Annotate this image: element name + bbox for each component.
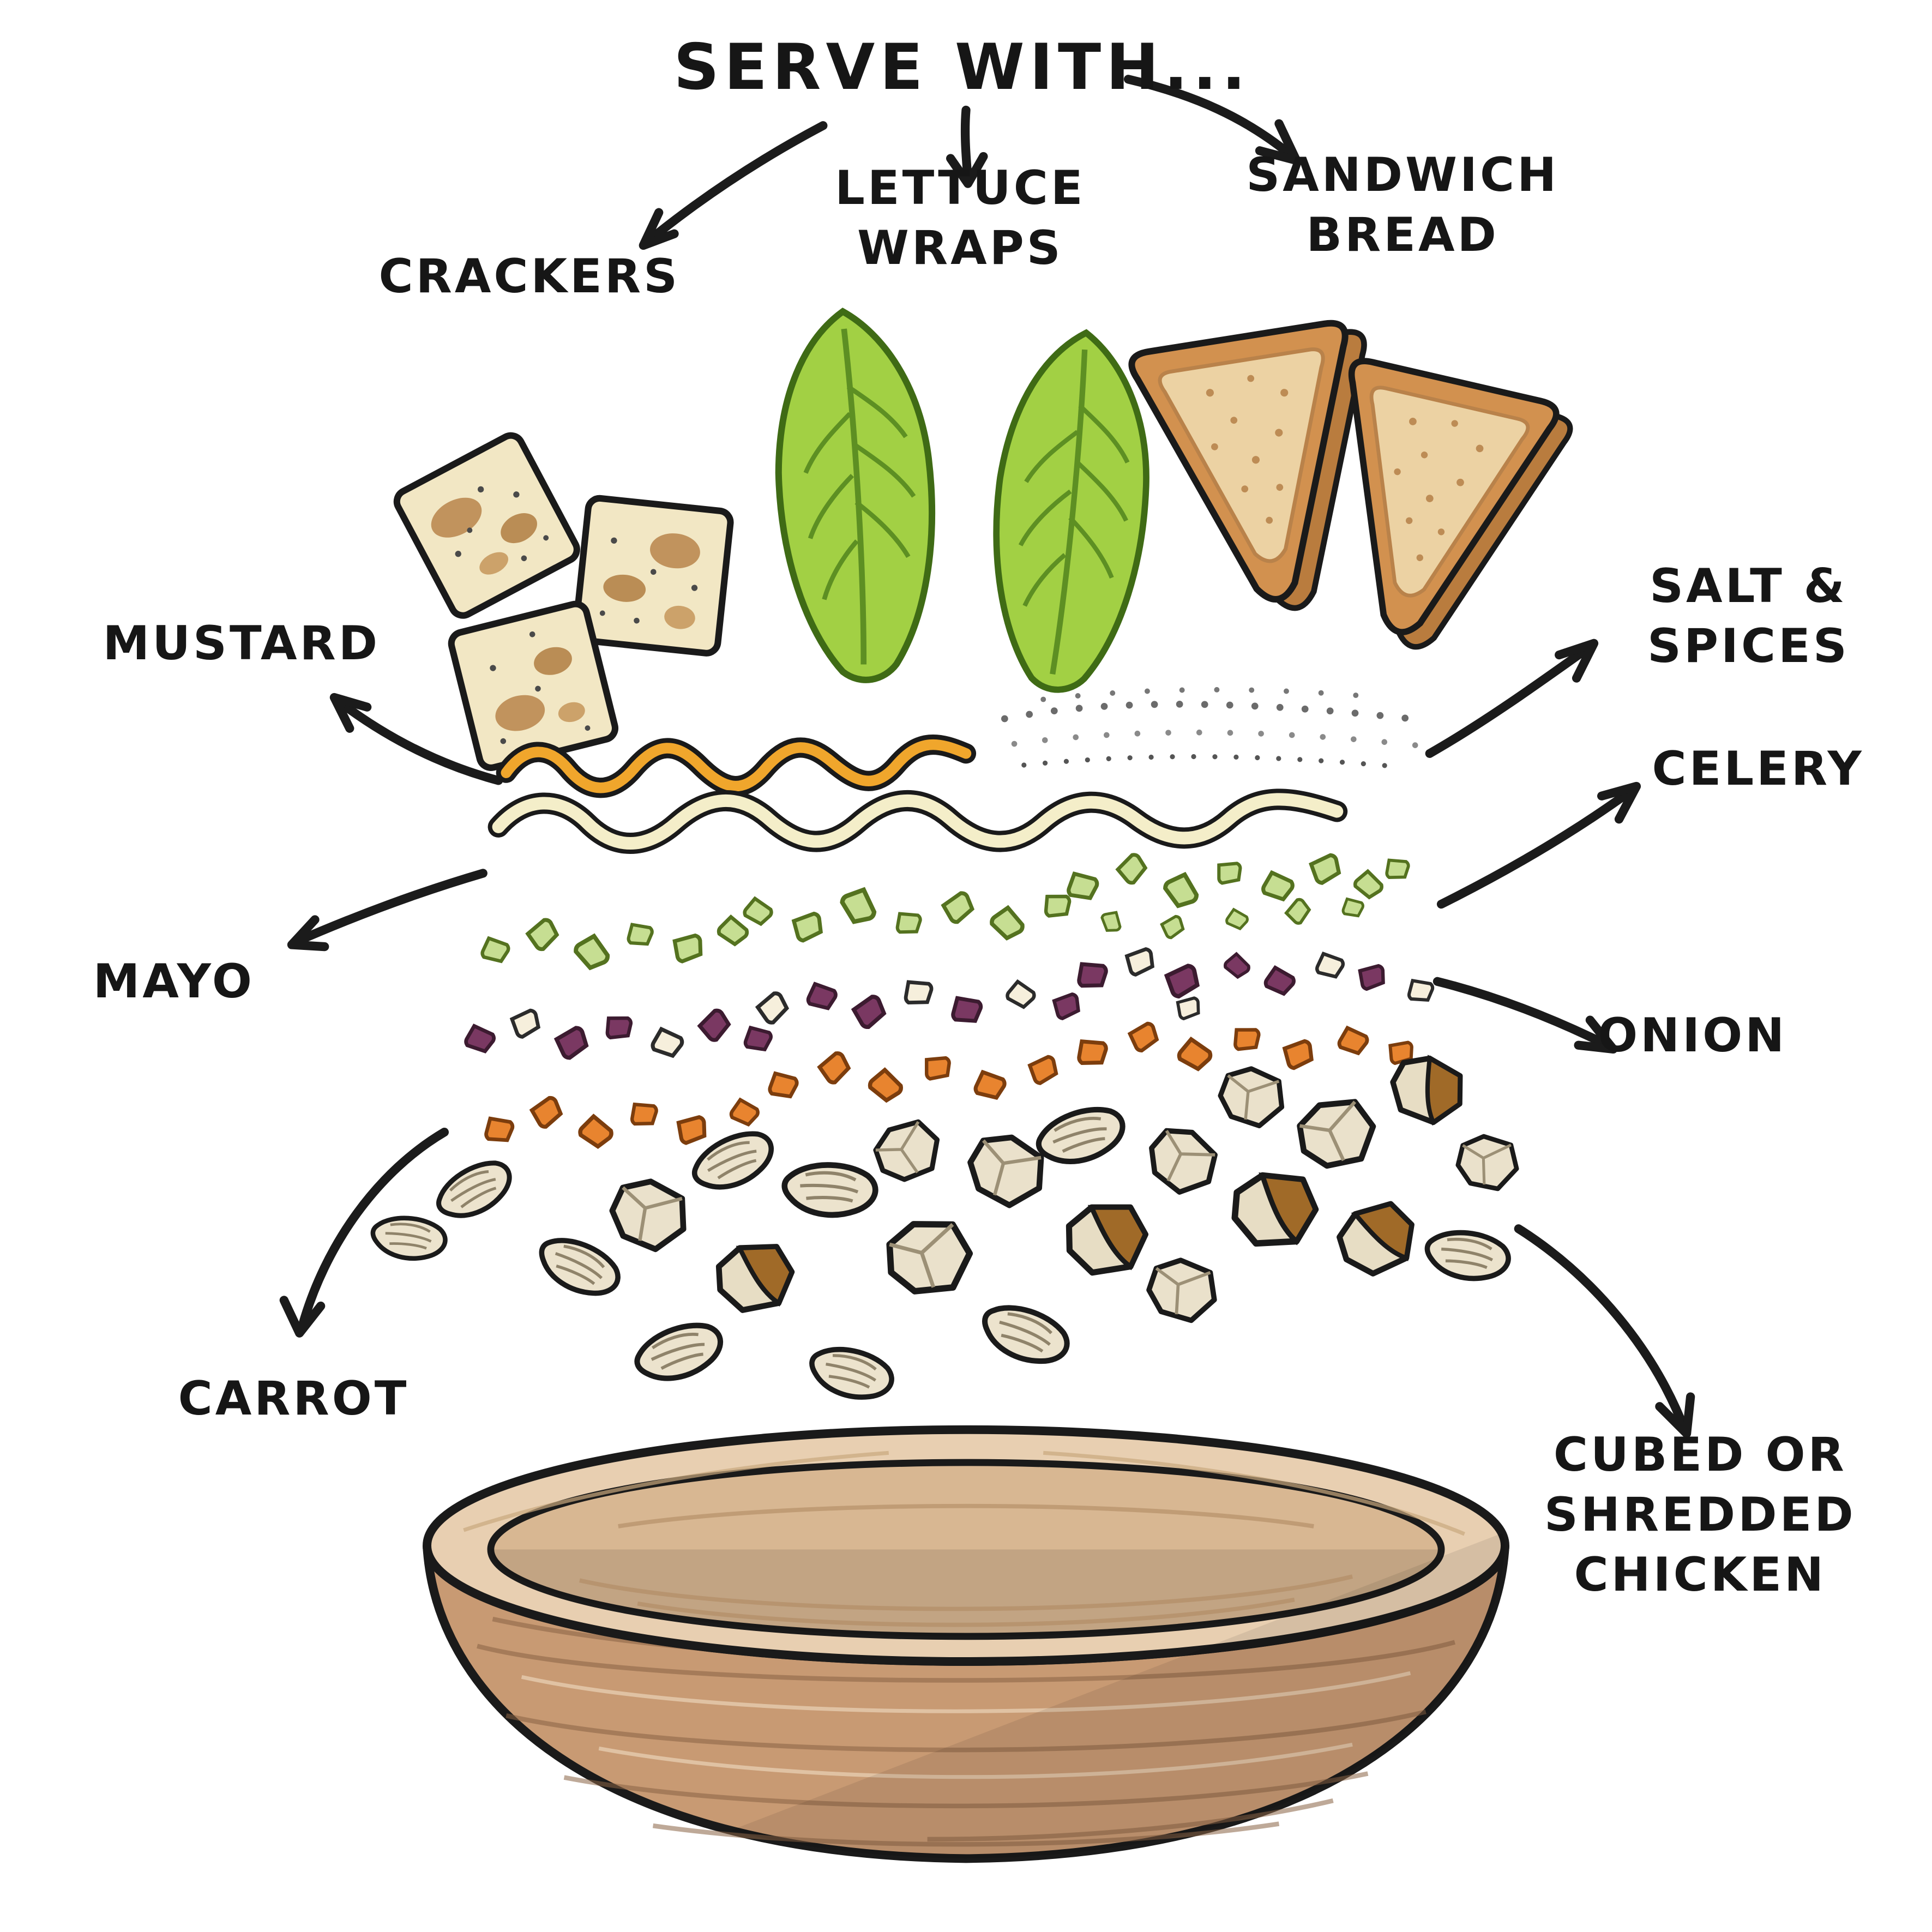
wooden-bowl-illustration [423, 1425, 1509, 1863]
onion-bits-illustration [464, 948, 1434, 1060]
label-lettuce-wraps: LETTUCE WRAPS [835, 161, 1086, 276]
arrows [279, 75, 1695, 1439]
arrow-crackers-icon [639, 121, 828, 250]
crackers-illustration [393, 432, 734, 771]
celery-bits-illustration [481, 853, 1409, 972]
arrow-carrot-icon [279, 1128, 449, 1338]
arrow-sandwich-bread-icon [1123, 75, 1301, 165]
bowl-opening [487, 1459, 1445, 1640]
label-salt-spices: SALT & SPICES [1647, 559, 1850, 674]
bread-illustration [1130, 318, 1575, 670]
mayo-squiggle-illustration [487, 789, 1348, 854]
arrow-lettuce-wraps-icon [946, 105, 988, 188]
salt-spices-illustration [1001, 687, 1423, 770]
label-sandwich-bread: SANDWICH BREAD [1246, 147, 1560, 262]
mustard-squiggle-illustration [496, 734, 977, 798]
label-mustard: MUSTARD [103, 616, 381, 671]
serve-with-title: SERVE WITH... [673, 30, 1251, 104]
arrow-onion-icon [1433, 977, 1618, 1054]
label-crackers: CRACKERS [378, 249, 681, 304]
arrow-mustard-icon [329, 693, 503, 785]
lettuce-illustration [767, 306, 1160, 696]
label-carrot: CARROT [178, 1371, 410, 1427]
label-chicken: CUBED OR SHREDDED CHICKEN [1544, 1427, 1856, 1602]
arrow-mayo-icon [287, 869, 487, 952]
label-onion: ONION [1598, 1008, 1787, 1063]
arrow-celery-icon [1436, 781, 1641, 909]
arrow-salt-spices-icon [1425, 639, 1599, 758]
label-mayo: MAYO [93, 954, 255, 1009]
arrow-chicken-icon [1514, 1224, 1695, 1439]
label-celery: CELERY [1652, 742, 1864, 797]
